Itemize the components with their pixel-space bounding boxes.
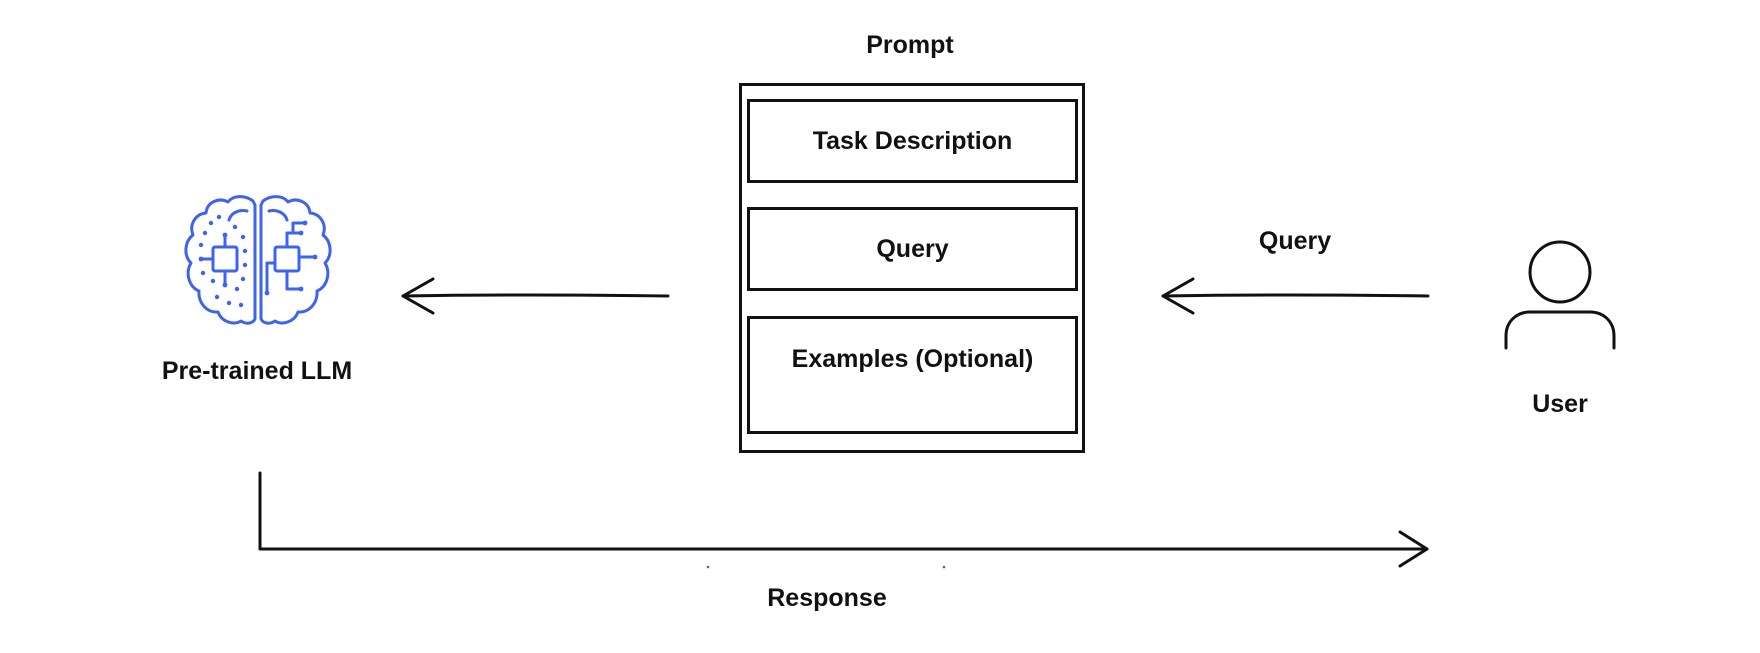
query-section: Query — [747, 207, 1078, 291]
llm-label: Pre-trained LLM — [161, 357, 353, 385]
query-edge-label: Query — [1258, 227, 1332, 255]
brain-circuit-icon — [184, 195, 332, 325]
prompt-box — [739, 83, 1085, 453]
examples-section: Examples (Optional) — [747, 316, 1078, 434]
user-label: User — [1532, 390, 1588, 418]
query-section-label: Query — [876, 234, 949, 263]
response-arrow — [258, 471, 1429, 568]
examples-section-label: Examples (Optional) — [791, 345, 1034, 373]
task-description-label: Task Description — [812, 126, 1013, 155]
response-line-marks — [706, 565, 946, 569]
user-to-prompt-arrow — [1161, 277, 1430, 315]
response-edge-label: Response — [767, 584, 887, 612]
task-description-section: Task Description — [747, 99, 1078, 183]
user-icon — [1504, 240, 1616, 350]
prompt-title: Prompt — [866, 31, 954, 59]
prompt-to-llm-arrow — [401, 277, 670, 315]
